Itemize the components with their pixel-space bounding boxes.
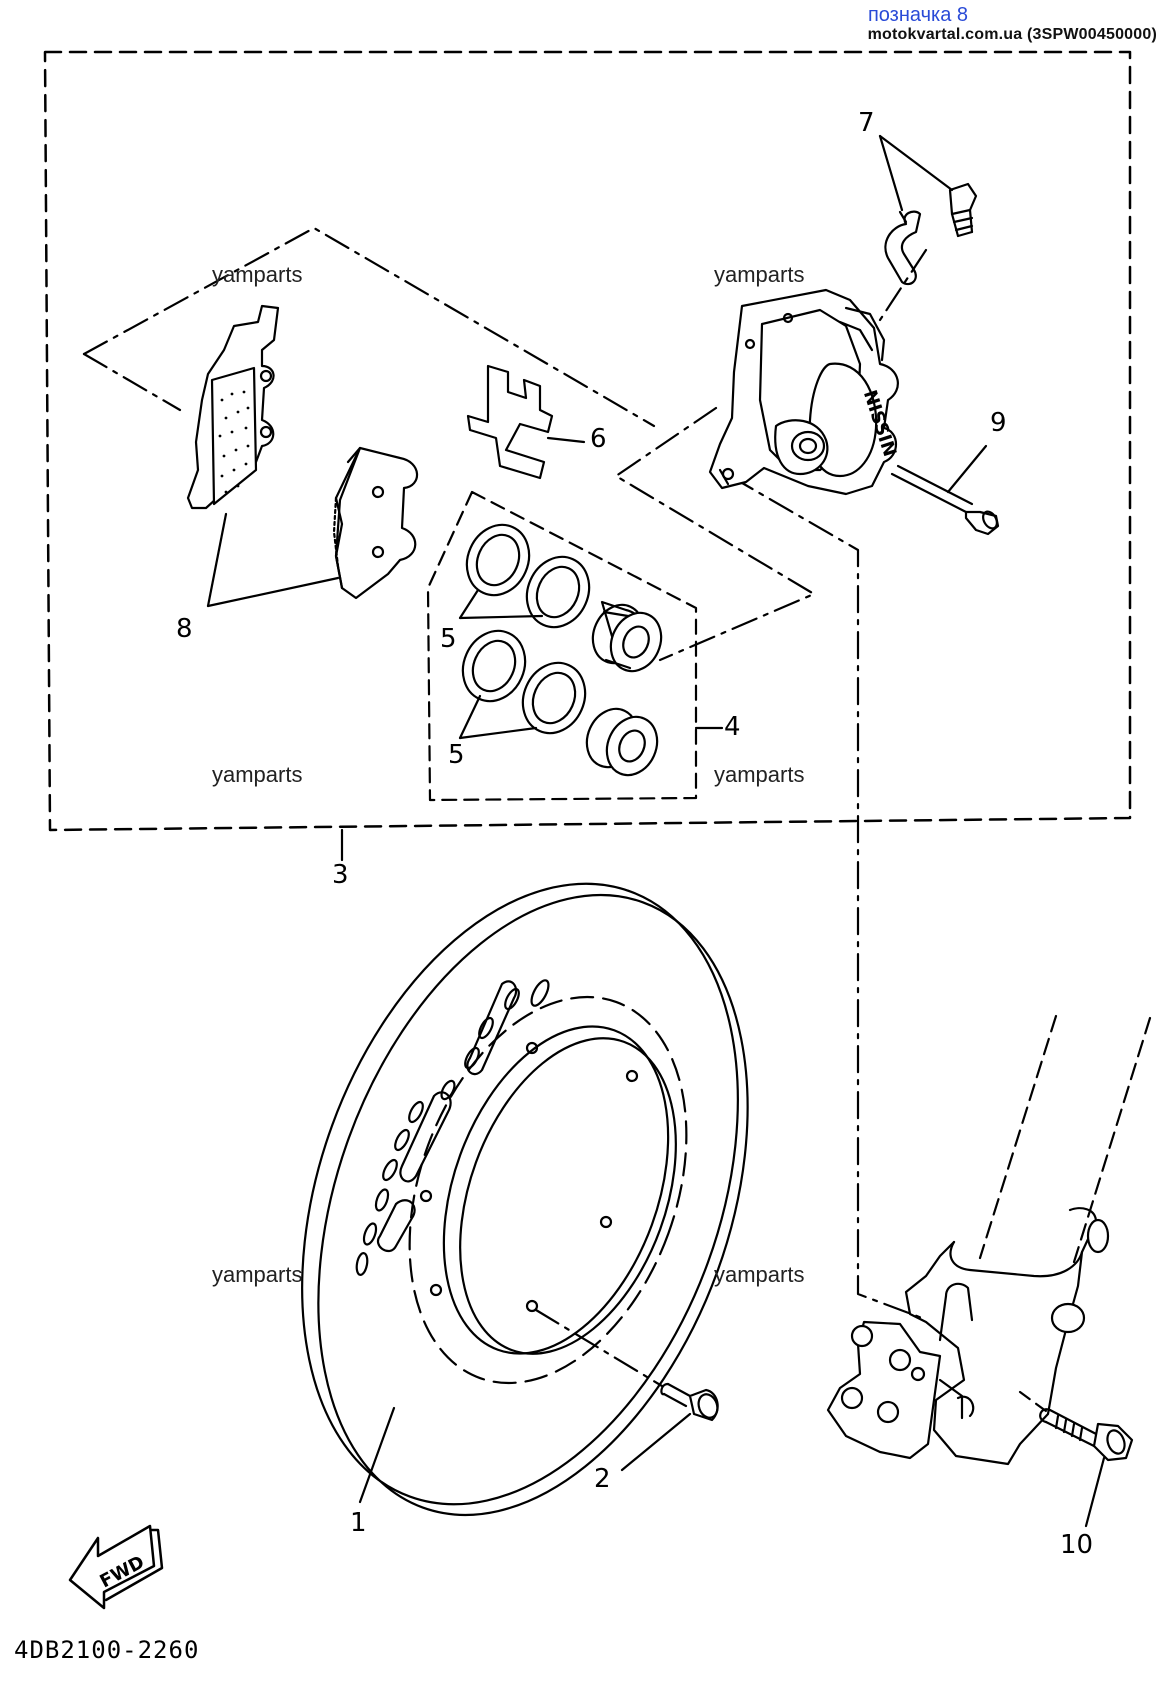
pistons: [578, 597, 670, 783]
callout-10: 10: [1060, 1530, 1094, 1560]
assembly-3-boundary: [45, 52, 1130, 830]
pad-leader-b: [208, 578, 338, 606]
callout-1: 1: [350, 1508, 367, 1538]
bleed-to-caliper-line: [880, 250, 926, 320]
disc-leader: [360, 1408, 394, 1502]
callout-8: 8: [176, 614, 193, 644]
callout-5b: 5: [448, 740, 465, 770]
brake-pad-rear: [334, 448, 417, 598]
watermark: yamparts: [714, 262, 805, 287]
watermark: yamparts: [212, 262, 303, 287]
disc-screw-ref-line: [536, 1310, 662, 1386]
brake-disc: [222, 823, 827, 1575]
pad-spring: [468, 366, 552, 478]
diagram-code: 4DB2100-2260: [14, 1636, 200, 1664]
caliper-body: NISSIN: [710, 290, 900, 494]
caliper-mount-reference-line: [730, 476, 922, 1318]
pad-reference-line-lower: [84, 354, 180, 410]
pad-reference-line: [84, 228, 654, 426]
source-line: motokvartal.com.ua (3SPW00450000): [867, 26, 1157, 43]
spring-leader: [548, 438, 584, 442]
watermark: yamparts: [212, 1262, 303, 1287]
callout-2: 2: [594, 1464, 611, 1494]
callout-9: 9: [990, 408, 1007, 438]
brake-pad-front: [188, 306, 278, 508]
fwd-arrow: FWD: [70, 1526, 162, 1608]
callout-4: 4: [724, 712, 741, 742]
pad-leader-a: [208, 514, 226, 606]
callout-3: 3: [332, 860, 349, 890]
pin-leader: [948, 446, 986, 492]
caliper-pin: [892, 466, 1000, 534]
bleed-screw: [885, 184, 976, 284]
callout-6: 6: [590, 424, 607, 454]
bolt-leader: [1086, 1458, 1104, 1526]
callout-7: 7: [858, 108, 875, 138]
mount-ref-line: [1020, 1392, 1050, 1414]
fork-assembly: [828, 1016, 1150, 1464]
watermark: yamparts: [714, 1262, 805, 1287]
seal-kit-4-boundary: [428, 492, 696, 800]
watermark: yamparts: [714, 762, 805, 787]
bleed-leader-a: [880, 136, 902, 210]
piston-reference-line: [616, 408, 814, 660]
disc-screw: [661, 1384, 720, 1420]
watermark: yamparts: [212, 762, 303, 787]
seal-leader-a1: [460, 590, 478, 618]
marker-label: позначка 8: [867, 4, 968, 26]
disc-screw-leader: [622, 1414, 690, 1470]
caliper-bolt: [1040, 1409, 1132, 1460]
seal-leader-b1: [460, 696, 480, 738]
callout-5a: 5: [440, 624, 457, 654]
bleed-leader-b: [880, 136, 952, 190]
seal-leader-b2: [460, 728, 536, 738]
seal-leader-a2: [460, 616, 542, 618]
